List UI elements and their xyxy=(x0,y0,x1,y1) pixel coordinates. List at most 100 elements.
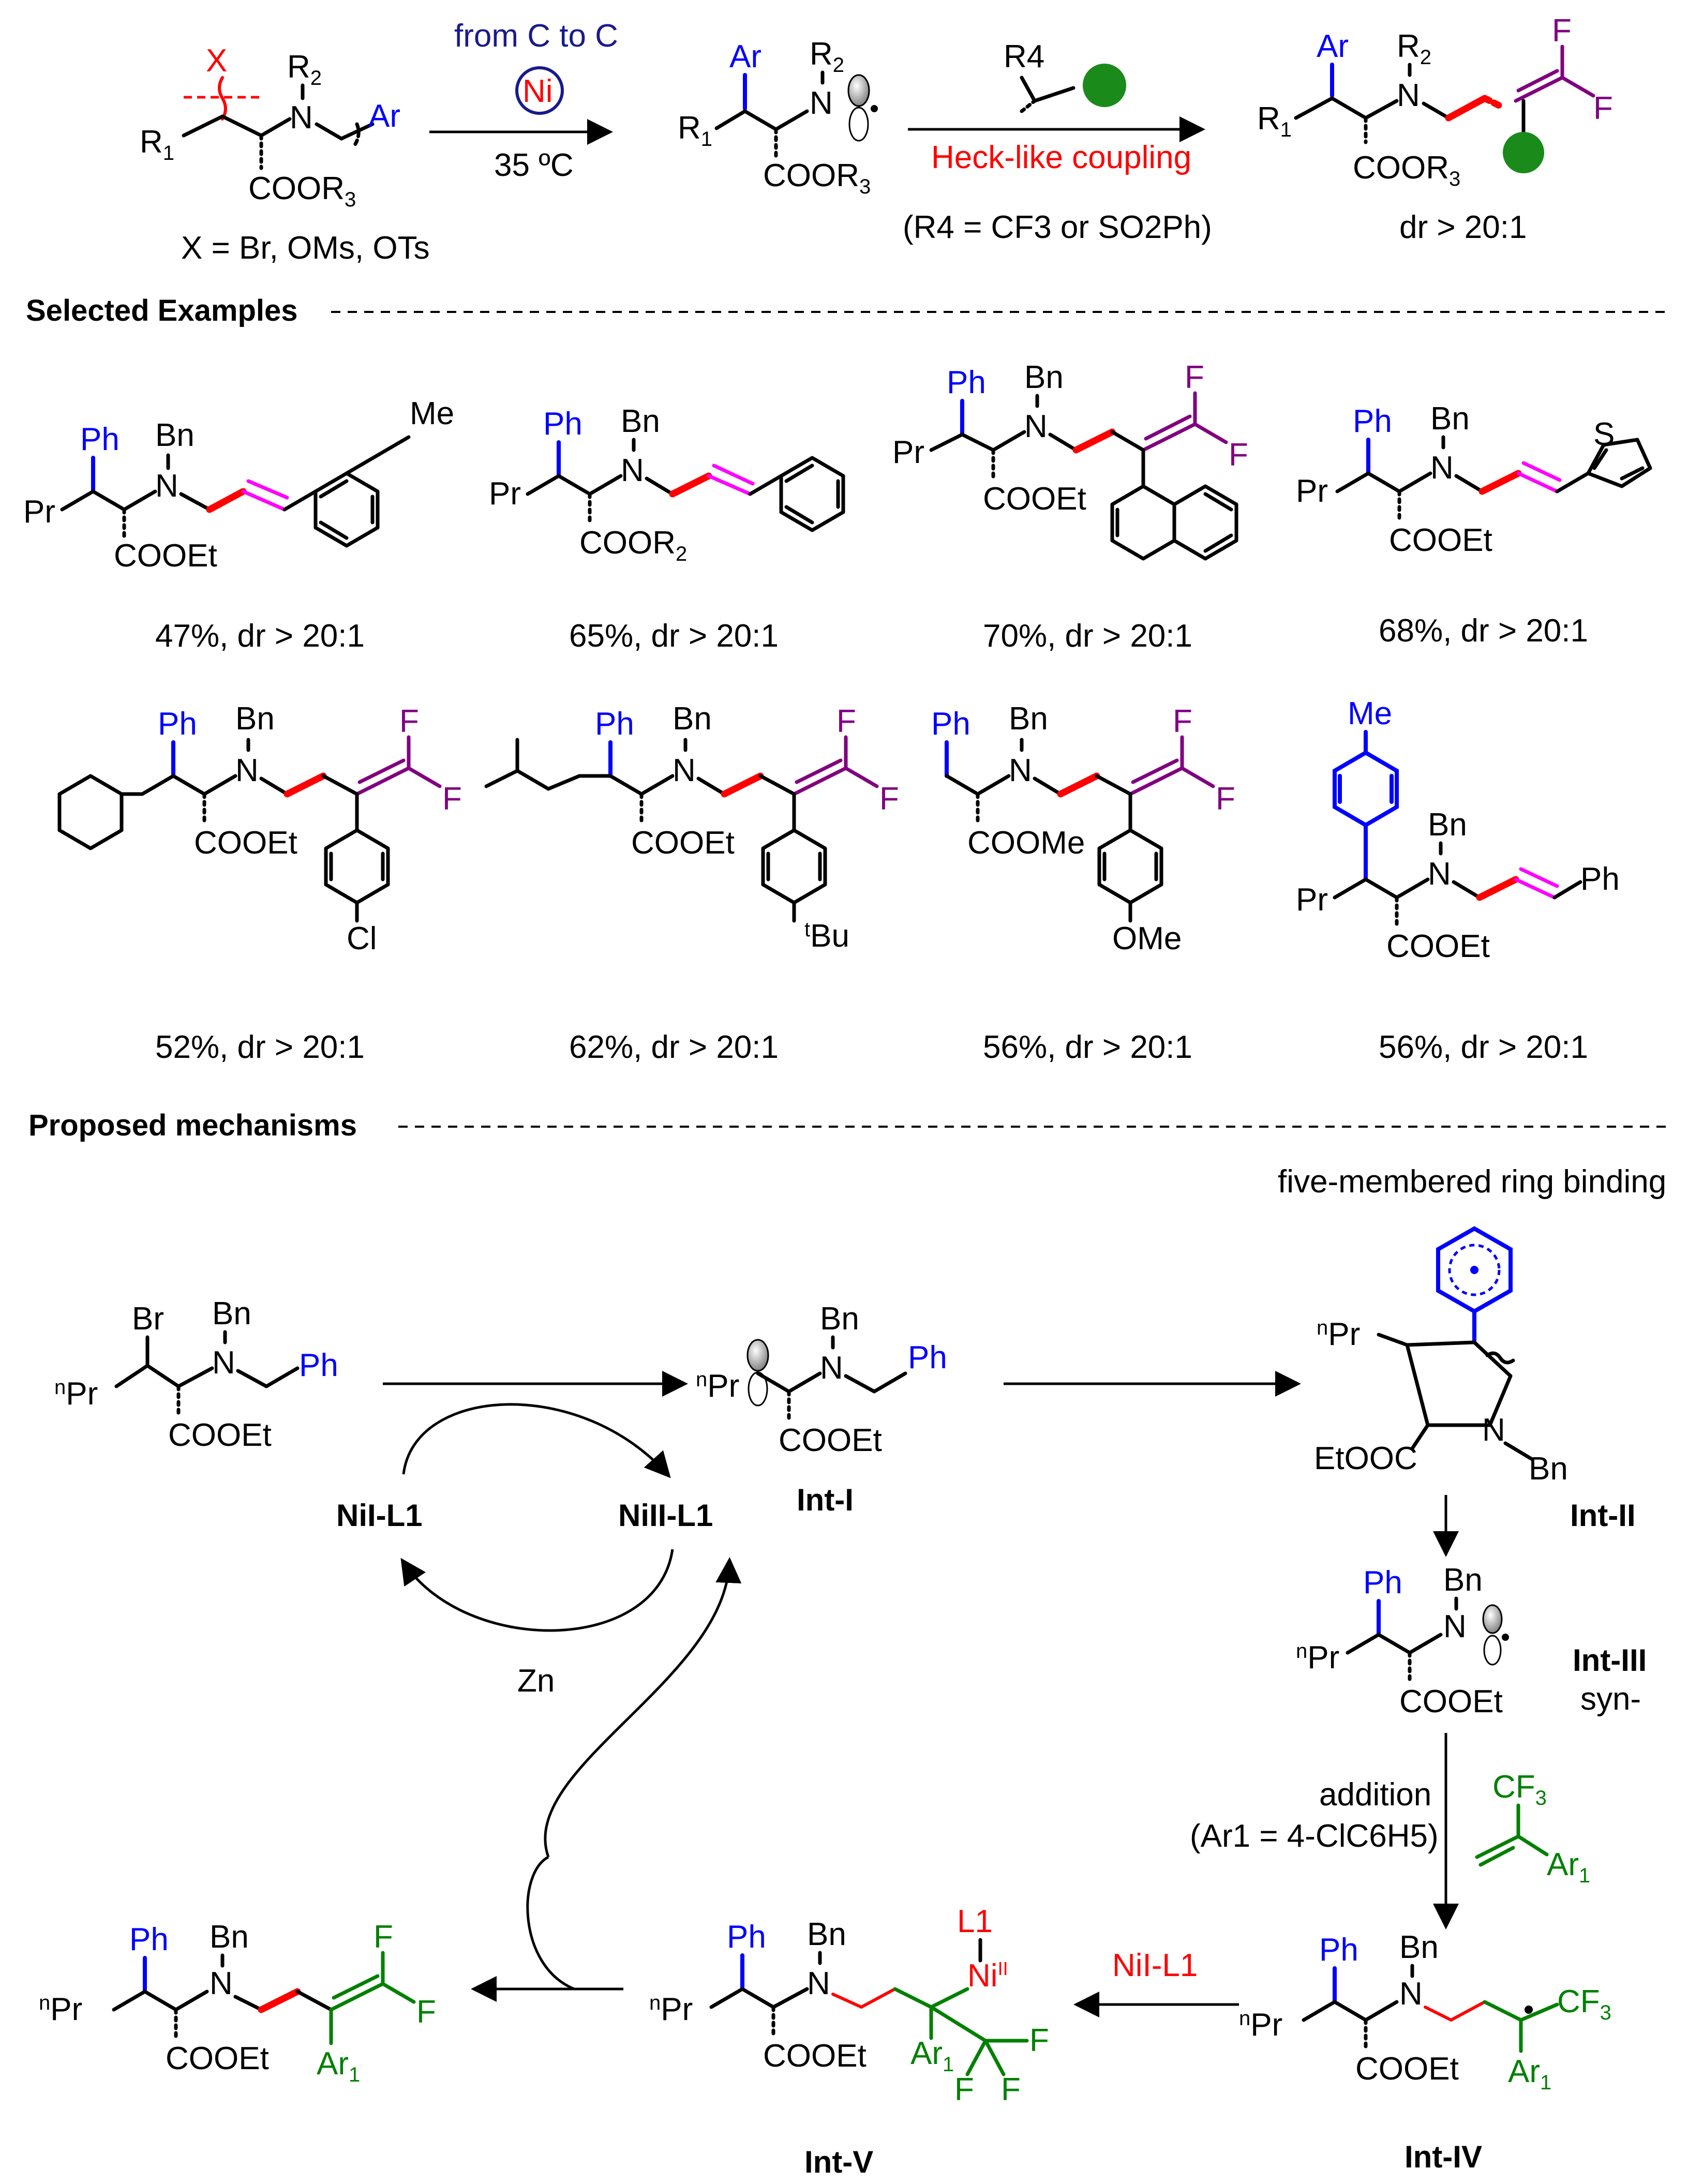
arrow1-top-label: from C to C xyxy=(454,18,618,54)
svg-text:N: N xyxy=(621,453,644,488)
example-8-structure: Me Pr N Bn Ph COOEt xyxy=(1296,696,1620,964)
int3-structure: Ph nPr N Bn COOEt Int-III syn- xyxy=(1296,1562,1647,1719)
svg-text:F: F xyxy=(954,2072,974,2107)
svg-text:F: F xyxy=(1229,437,1248,473)
int2-structure: five-membered ring binding nPr EtOOC N B… xyxy=(1278,1164,1666,1533)
svg-text:Ph: Ph xyxy=(543,406,582,442)
svg-text:Ph: Ph xyxy=(129,1922,169,1957)
example-6-yield: 62%, dr > 20:1 xyxy=(569,1029,779,1065)
final-product-structure: Ph nPr N Bn F F Ar1 COOEt xyxy=(39,1919,436,2086)
svg-text:N: N xyxy=(820,1350,843,1386)
example-6-structure: Ph N Bn F F tBu COOEt xyxy=(484,701,899,954)
svg-text:nPr: nPr xyxy=(1239,2007,1282,2043)
int5-label: Int-V xyxy=(804,2145,873,2179)
svg-text:Ar: Ar xyxy=(368,98,400,134)
arrow-radical-migration: from C to C Ni 35 ºC xyxy=(429,18,618,183)
svg-text:N: N xyxy=(673,753,696,788)
mechanism-start-structure: Br nPr N Bn Ph COOEt xyxy=(54,1296,338,1453)
svg-text:Bn: Bn xyxy=(1399,1929,1439,1965)
heck-coupling-label: Heck-like coupling xyxy=(931,140,1191,175)
svg-text:COOEt: COOEt xyxy=(1389,522,1492,558)
svg-text:COOEt: COOEt xyxy=(1355,2051,1459,2087)
svg-text:F: F xyxy=(1593,91,1613,126)
svg-text:N: N xyxy=(1009,753,1032,788)
svg-text:R2: R2 xyxy=(1397,28,1431,69)
svg-text:X: X xyxy=(206,43,227,79)
example-8-yield: 56%, dr > 20:1 xyxy=(1379,1029,1588,1065)
svg-text:COOEt: COOEt xyxy=(166,2041,269,2076)
svg-text:COOEt: COOEt xyxy=(779,1423,882,1458)
svg-text:Bn: Bn xyxy=(1529,1451,1568,1487)
svg-text:Bn: Bn xyxy=(621,403,660,439)
svg-text:Ar: Ar xyxy=(1317,28,1349,64)
int3-label: Int-III xyxy=(1573,1643,1647,1678)
svg-text:Pr: Pr xyxy=(892,435,924,470)
ring-binding-note: five-membered ring binding xyxy=(1278,1164,1666,1200)
svg-text:nPr: nPr xyxy=(39,1992,82,2027)
example-2-structure: Ph Pr N Bn COOR2 xyxy=(489,403,845,565)
svg-text:F: F xyxy=(1173,704,1192,739)
general-product-structure: Ar R1 N R2 F F COOR3 dr > 20:1 xyxy=(1257,13,1613,245)
int1-label: Int-I xyxy=(797,1483,854,1517)
svg-text:F: F xyxy=(416,1994,436,2030)
int1-structure: nPr N Bn Ph COOEt Int-I xyxy=(696,1301,947,1517)
zn-label: Zn xyxy=(517,1663,555,1699)
svg-text:Me: Me xyxy=(410,396,454,431)
ni-catalyst-label: Ni xyxy=(522,73,553,109)
svg-text:Bn: Bn xyxy=(1443,1562,1483,1598)
svg-text:L1: L1 xyxy=(957,1904,993,1939)
svg-text:Pr: Pr xyxy=(1296,882,1328,918)
svg-text:COOEt: COOEt xyxy=(168,1417,272,1453)
reagent-r4-label: R4 xyxy=(1004,39,1044,74)
svg-text:Ph: Ph xyxy=(1580,861,1620,897)
example-5-structure: Ph N Bn F F Cl COOEt xyxy=(57,701,462,956)
ni-addition-arrow: NiI-L1 xyxy=(1073,1948,1239,2017)
svg-text:CF3: CF3 xyxy=(1492,1769,1547,1809)
svg-text:EtOOC: EtOOC xyxy=(1314,1441,1417,1476)
r4-definition-label: (R4 = CF3 or SO2Ph) xyxy=(903,210,1212,245)
svg-text:Ph: Ph xyxy=(727,1919,766,1955)
example-3-yield: 70%, dr > 20:1 xyxy=(983,618,1192,654)
svg-text:Bn: Bn xyxy=(210,1919,249,1955)
svg-text:COOEt: COOEt xyxy=(194,825,297,861)
svg-text:COOMe: COOMe xyxy=(967,825,1085,861)
svg-text:nPr: nPr xyxy=(696,1368,739,1404)
svg-text:F: F xyxy=(1029,2023,1049,2058)
temperature-label: 35 ºC xyxy=(494,147,574,183)
addition-label: addition xyxy=(1319,1777,1431,1813)
svg-text:Ar: Ar xyxy=(729,39,761,74)
svg-text:Bn: Bn xyxy=(1024,360,1064,395)
svg-text:N: N xyxy=(1397,78,1420,113)
svg-text:F: F xyxy=(1552,13,1572,49)
svg-text:F: F xyxy=(836,704,856,739)
svg-text:COOEt: COOEt xyxy=(631,825,735,861)
svg-text:Pr: Pr xyxy=(489,476,521,512)
svg-text:F: F xyxy=(374,1919,393,1955)
svg-text:R1: R1 xyxy=(140,124,174,164)
svg-text:F: F xyxy=(1185,360,1204,395)
svg-text:N: N xyxy=(1399,1976,1423,2012)
ni-catalytic-cycle: NiI-L1 NiII-L1 Zn xyxy=(336,1403,713,1699)
svg-text:COOR2: COOR2 xyxy=(579,525,687,565)
svg-text:Me: Me xyxy=(1348,696,1392,731)
svg-text:COOEt: COOEt xyxy=(1386,929,1490,964)
svg-text:N: N xyxy=(1430,450,1454,486)
svg-text:Ar1: Ar1 xyxy=(910,2036,954,2076)
svg-text:F: F xyxy=(442,781,462,817)
selected-examples-header: Selected Examples xyxy=(26,294,298,327)
svg-text:nPr: nPr xyxy=(649,1992,693,2027)
svg-text:S: S xyxy=(1593,416,1615,452)
example-4-yield: 68%, dr > 20:1 xyxy=(1379,613,1588,649)
svg-text:N: N xyxy=(1482,1412,1505,1448)
addition-step: addition (Ar1 = 4-ClC6H5) CF3 Ar1 xyxy=(1190,1733,1590,1929)
svg-text:Ar1: Ar1 xyxy=(1508,2054,1551,2094)
svg-text:Bn: Bn xyxy=(1009,701,1048,737)
example-7-structure: Ph N Bn F F OMe COOMe xyxy=(931,701,1235,956)
svg-text:COOEt: COOEt xyxy=(983,481,1086,517)
svg-text:N: N xyxy=(210,1966,233,2001)
svg-text:Ph: Ph xyxy=(158,706,197,742)
mechanism-header: Proposed mechanisms xyxy=(28,1109,357,1142)
product-dr-label: dr > 20:1 xyxy=(1399,210,1527,245)
svg-text:R1: R1 xyxy=(678,110,712,151)
